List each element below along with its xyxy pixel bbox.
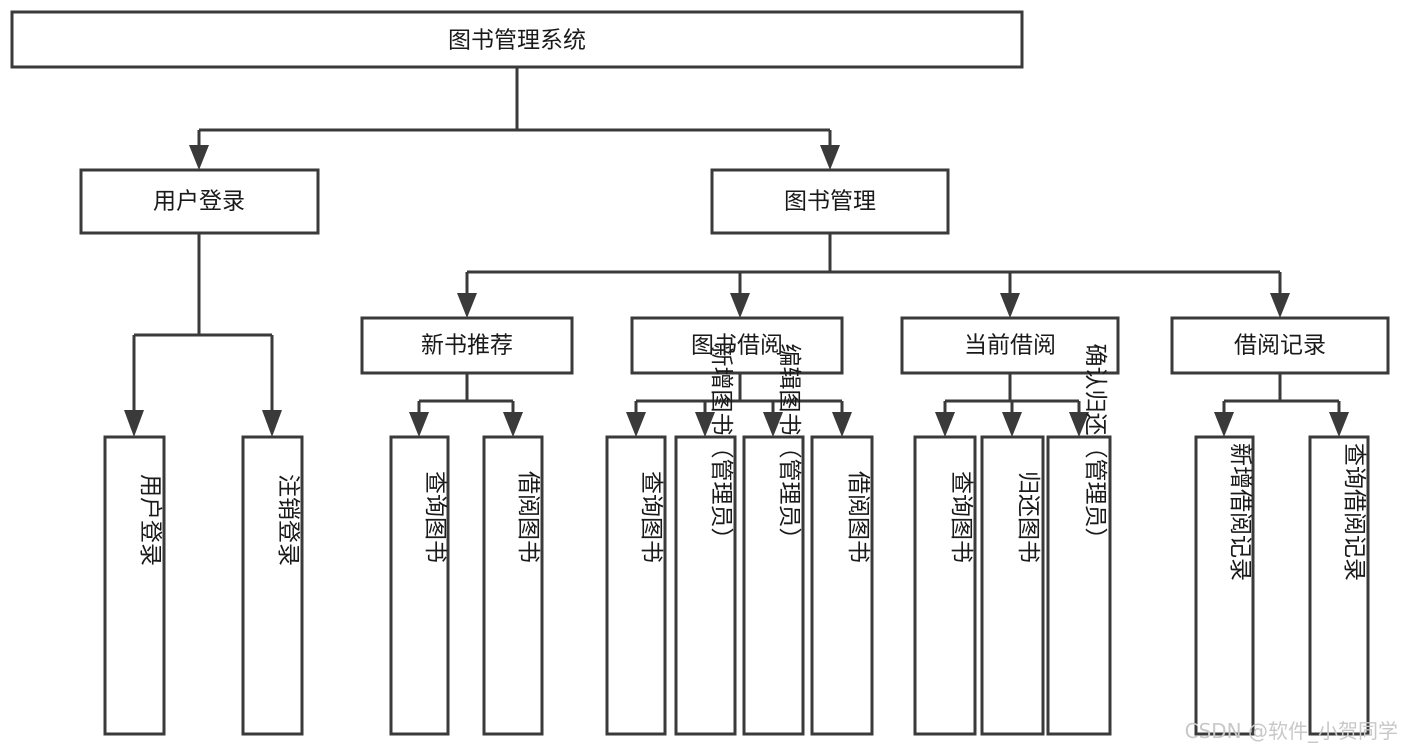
- connector-group-book-borrow: [626, 373, 852, 437]
- connector-group-current-borrow: [935, 373, 1089, 437]
- node-leaf-query-record-label: 查询借阅记录: [1341, 443, 1367, 581]
- node-current-borrow-box[interactable]: [900, 316, 1120, 375]
- node-leaf-borrow-book-2-box[interactable]: [810, 435, 874, 736]
- node-book-management-label: 图书管理: [784, 189, 876, 215]
- node-borrow-record-label: 借阅记录: [1234, 333, 1326, 359]
- node-leaf-query-book-2[interactable]: 查询图书: [605, 435, 667, 736]
- arrow-head-leaf-borrow-book-1: [503, 412, 523, 437]
- node-leaf-return-book-box[interactable]: [980, 435, 1045, 736]
- node-leaf-edit-book[interactable]: 编辑图书（管理员）: [742, 344, 805, 736]
- node-leaf-logout[interactable]: 注销登录: [241, 435, 304, 736]
- node-leaf-logout-label: 注销登录: [275, 474, 301, 566]
- node-borrow-record[interactable]: 借阅记录: [1170, 316, 1390, 375]
- connector-group-book-management: [457, 233, 1290, 318]
- connector-group-user-login: [124, 233, 282, 437]
- node-leaf-query-book-1-label: 查询图书: [422, 471, 448, 563]
- arrow-head-leaf-query-book-2: [626, 412, 646, 437]
- node-root-label: 图书管理系统: [448, 28, 586, 54]
- node-book-borrow-label: 图书借阅: [691, 333, 783, 359]
- arrow-head-leaf-return-book: [1002, 412, 1022, 437]
- arrow-head-leaf-add-record: [1214, 412, 1234, 437]
- node-leaf-add-book-box[interactable]: [674, 435, 737, 736]
- node-leaf-add-record-label: 新增借阅记录: [1227, 443, 1253, 581]
- node-root[interactable]: 图书管理系统: [10, 10, 1024, 69]
- node-leaf-add-record[interactable]: 新增借阅记录: [1194, 435, 1255, 736]
- node-leaf-borrow-book-1-label: 借阅图书: [515, 471, 541, 563]
- arrow-head-leaf-user-login: [124, 410, 144, 437]
- watermark-label: CSDN @软件_小贺同学: [1185, 719, 1398, 743]
- node-new-book-recommend[interactable]: 新书推荐: [360, 316, 574, 375]
- node-leaf-add-book-label: 新增图书（管理员）: [708, 344, 734, 551]
- node-leaf-query-book-2-label: 查询图书: [638, 471, 664, 563]
- node-book-management-box[interactable]: [710, 168, 950, 235]
- arrow-head-book-management: [820, 145, 840, 170]
- node-leaf-confirm-return[interactable]: 确认归还（管理员）: [1046, 344, 1112, 736]
- arrow-head-user-login: [189, 145, 209, 170]
- node-leaf-add-book[interactable]: 新增图书（管理员）: [674, 344, 737, 736]
- arrow-head-current-borrow: [1000, 293, 1020, 318]
- connector-group-new-book-recommend: [409, 373, 523, 437]
- connector-group-borrow-record: [1214, 373, 1349, 437]
- node-leaf-query-book-1-box[interactable]: [389, 435, 450, 736]
- node-leaf-user-login-box[interactable]: [103, 435, 166, 736]
- node-leaf-add-record-box[interactable]: [1194, 435, 1255, 736]
- arrow-head-leaf-confirm-return: [1069, 412, 1089, 437]
- node-leaf-borrow-book-2-label: 借阅图书: [845, 471, 871, 563]
- node-leaf-return-book-label: 归还图书: [1015, 471, 1041, 563]
- node-leaf-confirm-return-label: 确认归还（管理员）: [1082, 344, 1108, 551]
- node-leaf-logout-box[interactable]: [241, 435, 304, 736]
- arrow-head-book-borrow: [730, 293, 750, 318]
- arrow-head-leaf-borrow-book-2: [832, 412, 852, 437]
- node-leaf-query-book-2-box[interactable]: [605, 435, 667, 736]
- node-current-borrow-label: 当前借阅: [964, 333, 1056, 359]
- node-current-borrow[interactable]: 当前借阅: [900, 316, 1120, 375]
- node-leaf-query-book-3[interactable]: 查询图书: [913, 435, 977, 736]
- arrow-head-leaf-edit-book: [763, 412, 783, 437]
- node-new-book-recommend-label: 新书推荐: [421, 333, 513, 359]
- node-leaf-borrow-book-2[interactable]: 借阅图书: [810, 435, 874, 736]
- node-leaf-borrow-book-1[interactable]: 借阅图书: [482, 435, 544, 736]
- connector-group-root: [189, 67, 840, 170]
- node-leaf-edit-book-label: 编辑图书（管理员）: [776, 344, 802, 551]
- node-leaf-query-book-1[interactable]: 查询图书: [389, 435, 450, 736]
- node-leaf-borrow-book-1-box[interactable]: [482, 435, 544, 736]
- arrow-head-leaf-add-book: [695, 412, 715, 437]
- node-borrow-record-box[interactable]: [1170, 316, 1390, 375]
- node-user-login[interactable]: 用户登录: [79, 168, 320, 235]
- node-leaf-query-book-3-box[interactable]: [913, 435, 977, 736]
- node-leaf-query-record-box[interactable]: [1308, 435, 1370, 736]
- node-new-book-recommend-box[interactable]: [360, 316, 574, 375]
- node-book-borrow[interactable]: 图书借阅: [630, 316, 844, 375]
- arrow-head-new-book-recommend: [457, 293, 477, 318]
- node-book-management[interactable]: 图书管理: [710, 168, 950, 235]
- node-leaf-edit-book-box[interactable]: [742, 435, 805, 736]
- arrow-head-leaf-query-book-3: [935, 412, 955, 437]
- node-leaf-query-book-3-label: 查询图书: [948, 471, 974, 563]
- arrow-head-leaf-logout: [262, 410, 282, 437]
- node-leaf-confirm-return-box[interactable]: [1046, 435, 1112, 736]
- arrow-head-leaf-query-book-1: [409, 412, 429, 437]
- arrow-head-borrow-record: [1270, 293, 1290, 318]
- node-root-box[interactable]: [10, 10, 1024, 69]
- node-user-login-box[interactable]: [79, 168, 320, 235]
- arrow-head-leaf-query-record: [1329, 412, 1349, 437]
- node-leaf-user-login-label: 用户登录: [137, 474, 163, 566]
- node-leaf-query-record[interactable]: 查询借阅记录: [1308, 435, 1370, 736]
- node-leaf-return-book[interactable]: 归还图书: [980, 435, 1045, 736]
- node-book-borrow-box[interactable]: [630, 316, 844, 375]
- node-leaf-user-login[interactable]: 用户登录: [103, 435, 166, 736]
- node-user-login-label: 用户登录: [153, 189, 245, 215]
